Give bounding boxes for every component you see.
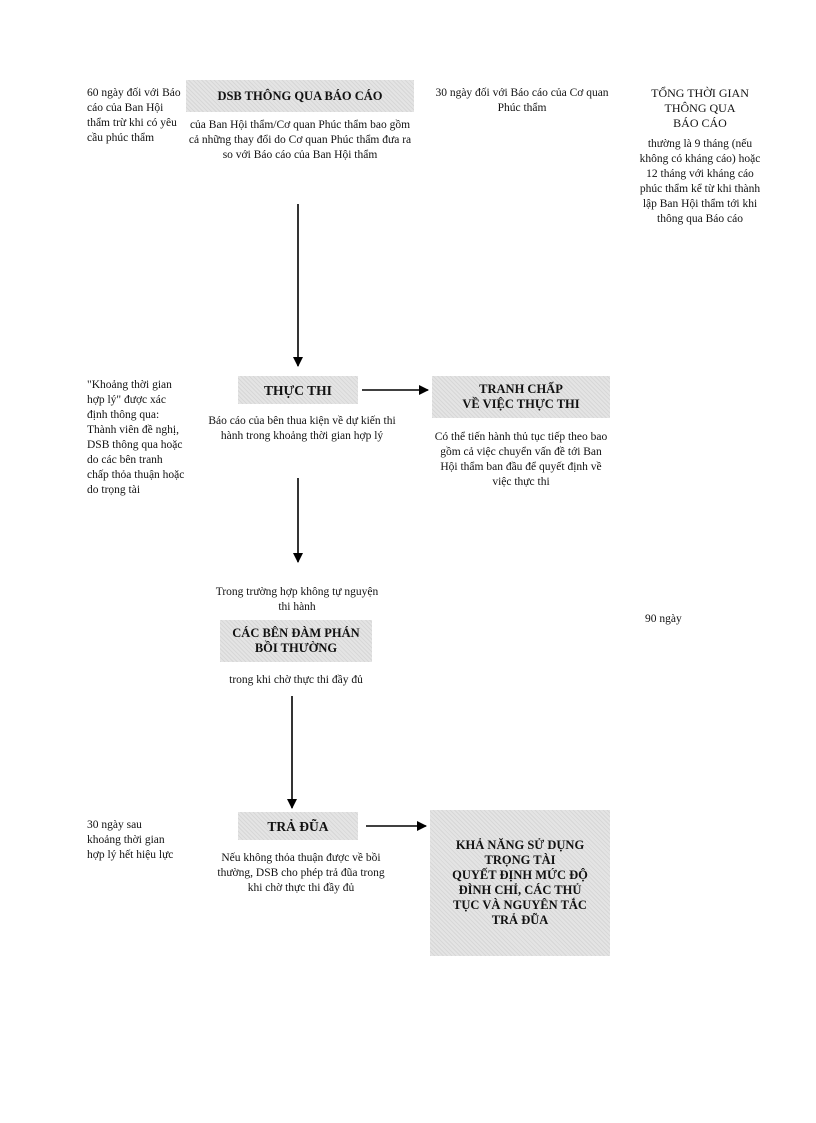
compensation-pre: Trong trường hợp không tự nguyện thi hàn… <box>215 586 379 613</box>
dsb-adoption-title: DSB THÔNG QUA BÁO CÁO <box>217 88 383 103</box>
compensation-title: CÁC BÊN ĐÀM PHÁN BỒI THƯỜNG <box>232 626 360 655</box>
implementation-desc: Báo cáo của bên thua kiện về dự kiến thi… <box>208 415 396 442</box>
dsb-adoption-desc: của Ban Hội thẩm/Cơ quan Phúc thẩm bao g… <box>188 119 412 161</box>
dsb-adoption-box: DSB THÔNG QUA BÁO CÁO <box>186 80 414 112</box>
implementation-box: THỰC THI <box>238 376 358 404</box>
note-reasonable-period: "Khoảng thời gian hợp lý" được xác định … <box>87 379 185 496</box>
implementation-dispute-box: TRANH CHẤP VỀ VIỆC THỰC THI <box>432 376 610 418</box>
arbitration-title: KHẢ NĂNG SỬ DỤNG TRỌNG TÀI QUYẾT ĐỊNH MỨ… <box>452 838 588 927</box>
retaliation-title: TRẢ ĐŨA <box>267 818 329 834</box>
implementation-dispute-desc: Có thể tiến hành thủ tục tiếp theo bao g… <box>434 431 608 488</box>
note-60-days: 60 ngày đối với Báo cáo của Ban Hội thẩm… <box>87 87 181 144</box>
retaliation-desc: Nếu không thỏa thuận được về bồi thường,… <box>217 852 385 894</box>
total-time-desc: thường là 9 tháng (nếu không có kháng cá… <box>639 138 761 225</box>
implementation-title: THỰC THI <box>264 382 332 398</box>
compensation-desc: trong khi chờ thực thi đầy đủ <box>229 674 363 686</box>
note-30-days-appellate: 30 ngày đối với Báo cáo của Cơ quan Phúc… <box>435 87 609 114</box>
implementation-dispute-title: TRANH CHẤP VỀ VIỆC THỰC THI <box>462 382 580 411</box>
note-90-days: 90 ngày <box>645 613 682 625</box>
note-30-days-after: 30 ngày sau khoảng thời gian hợp lý hết … <box>87 819 174 861</box>
compensation-box: CÁC BÊN ĐÀM PHÁN BỒI THƯỜNG <box>220 620 372 662</box>
arbitration-box: KHẢ NĂNG SỬ DỤNG TRỌNG TÀI QUYẾT ĐỊNH MỨ… <box>430 810 610 956</box>
total-time-title: TỔNG THỜI GIAN THÔNG QUA BÁO CÁO <box>651 86 749 130</box>
retaliation-box: TRẢ ĐŨA <box>238 812 358 840</box>
